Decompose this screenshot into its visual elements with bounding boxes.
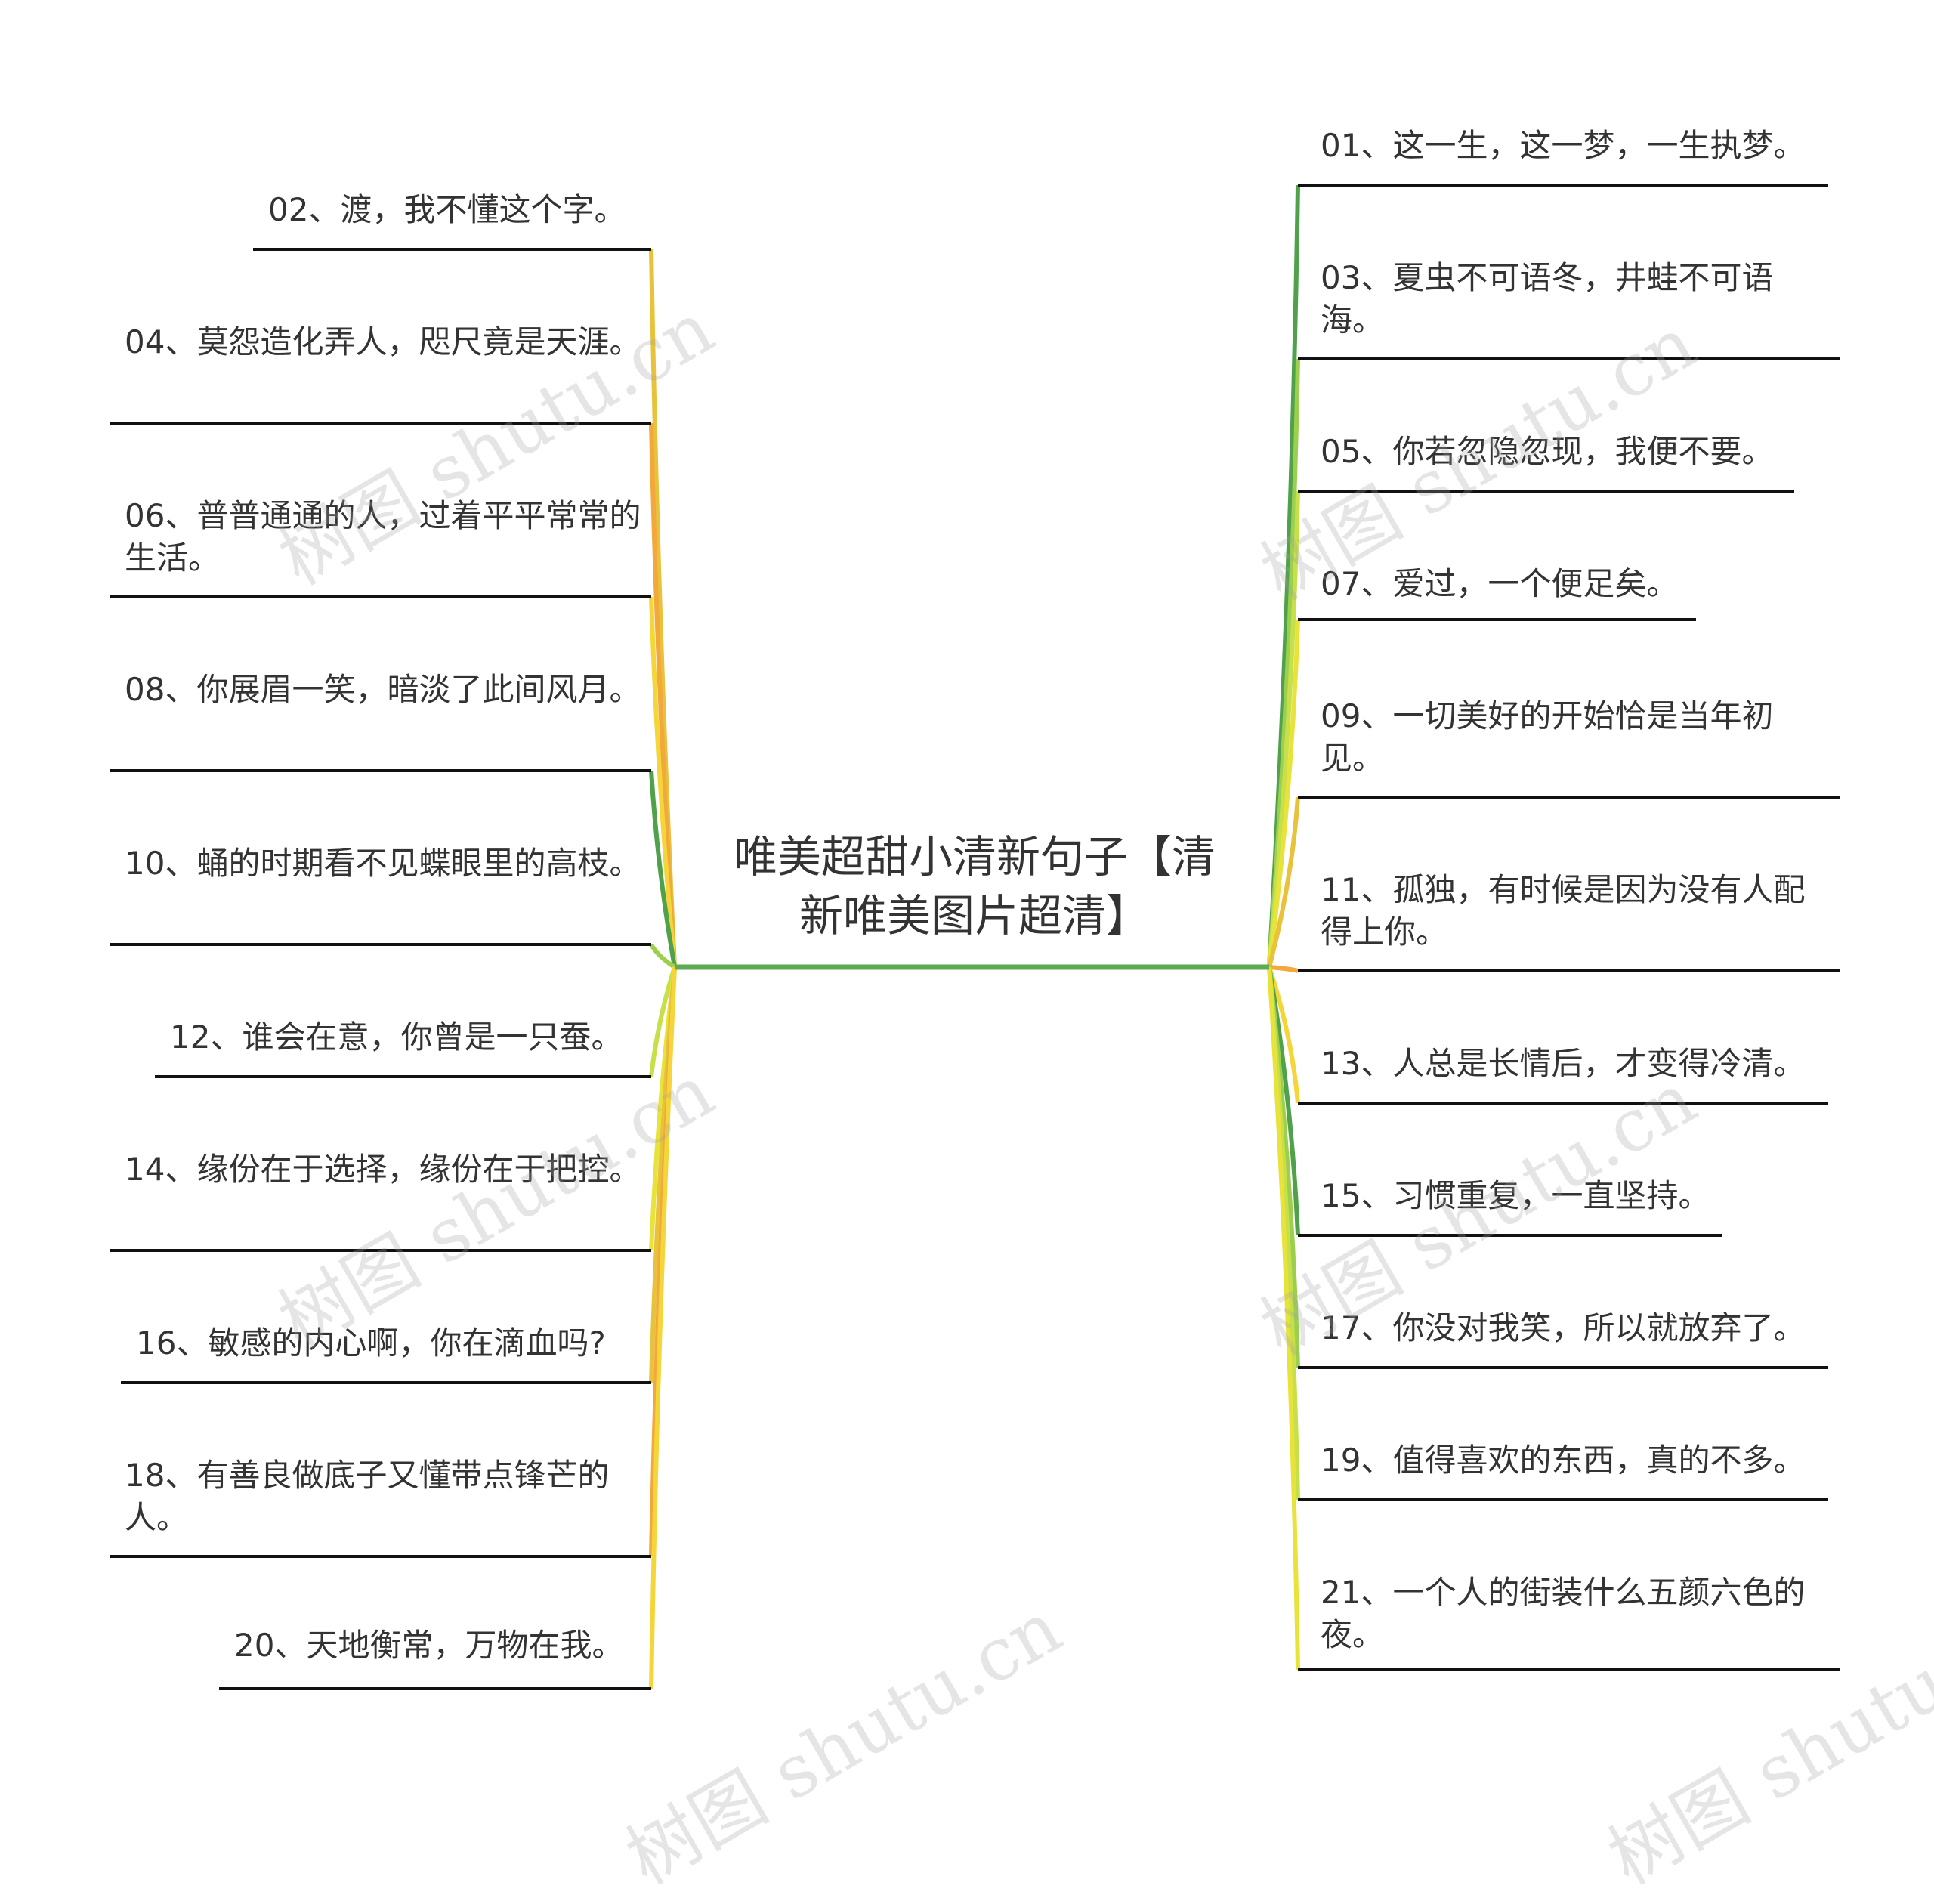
branch-line bbox=[649, 943, 676, 969]
leaf-right-8[interactable]: 15、习惯重复，一直坚持。 bbox=[1321, 1177, 1710, 1214]
leaf-right-7[interactable]: 13、人总是长情后，才变得冷清。 bbox=[1321, 1045, 1806, 1082]
leaf-left-8[interactable]: 16、敏感的内心啊，你在滴血吗? bbox=[136, 1324, 606, 1362]
leaf-right-2[interactable]: 03、夏虫不可语冬，井蛙不可语海。 bbox=[1321, 259, 1774, 338]
leaf-right-10[interactable]: 19、值得喜欢的东西，真的不多。 bbox=[1321, 1442, 1806, 1479]
leaf-right-9[interactable]: 17、你没对我笑，所以就放弃了。 bbox=[1321, 1309, 1806, 1346]
leaf-left-1[interactable]: 02、渡，我不懂这个字。 bbox=[268, 191, 626, 228]
leaf-right-3[interactable]: 05、你若忽隐忽现，我便不要。 bbox=[1321, 433, 1774, 470]
leaf-right-5[interactable]: 09、一切美好的开始恰是当年初见。 bbox=[1321, 697, 1774, 777]
leaf-right-6[interactable]: 11、孤独，有时候是因为没有人配得上你。 bbox=[1321, 871, 1806, 950]
leaf-left-2[interactable]: 04、莫怨造化弄人，咫尺竟是天涯。 bbox=[125, 323, 641, 360]
branch-line bbox=[1267, 796, 1300, 968]
branch-line bbox=[649, 966, 677, 1689]
branch-line bbox=[1267, 619, 1300, 968]
leaf-right-11[interactable]: 21、一个人的街装什么五颜六色的夜。 bbox=[1321, 1574, 1806, 1653]
leaf-left-4[interactable]: 08、你展眉一笑，暗淡了此间风月。 bbox=[125, 671, 641, 708]
branch-line bbox=[1267, 966, 1300, 1671]
branch-line bbox=[1268, 965, 1299, 973]
mindmap-canvas bbox=[110, 184, 1840, 1690]
branch-line bbox=[649, 770, 677, 968]
central-topic[interactable]: 唯美超甜小清新句子【清新唯美图片超清】 bbox=[733, 831, 1216, 941]
leaf-right-4[interactable]: 07、爱过，一个便足矣。 bbox=[1321, 565, 1679, 602]
leaf-left-7[interactable]: 14、缘份在于选择，缘份在于把控。 bbox=[125, 1151, 641, 1188]
branch-line bbox=[649, 596, 677, 968]
leaf-left-6[interactable]: 12、谁会在意，你曾是一只蚕。 bbox=[170, 1018, 623, 1056]
leaf-left-5[interactable]: 10、蛹的时期看不见蝶眼里的高枝。 bbox=[125, 845, 641, 882]
leaf-left-3[interactable]: 06、普普通通的人，过着平平常常的生活。 bbox=[125, 497, 641, 576]
branch-line bbox=[649, 966, 677, 1077]
leaf-left-10[interactable]: 20、天地衡常，万物在我。 bbox=[234, 1627, 624, 1664]
branch-lines bbox=[649, 184, 1300, 1689]
branch-line bbox=[1267, 966, 1300, 1104]
leaf-underlines bbox=[110, 184, 1840, 1690]
leaf-left-9[interactable]: 18、有善良做底子又懂带点锋芒的人。 bbox=[125, 1457, 610, 1536]
leaf-right-1[interactable]: 01、这一生，这一梦，一生执梦。 bbox=[1321, 127, 1806, 164]
